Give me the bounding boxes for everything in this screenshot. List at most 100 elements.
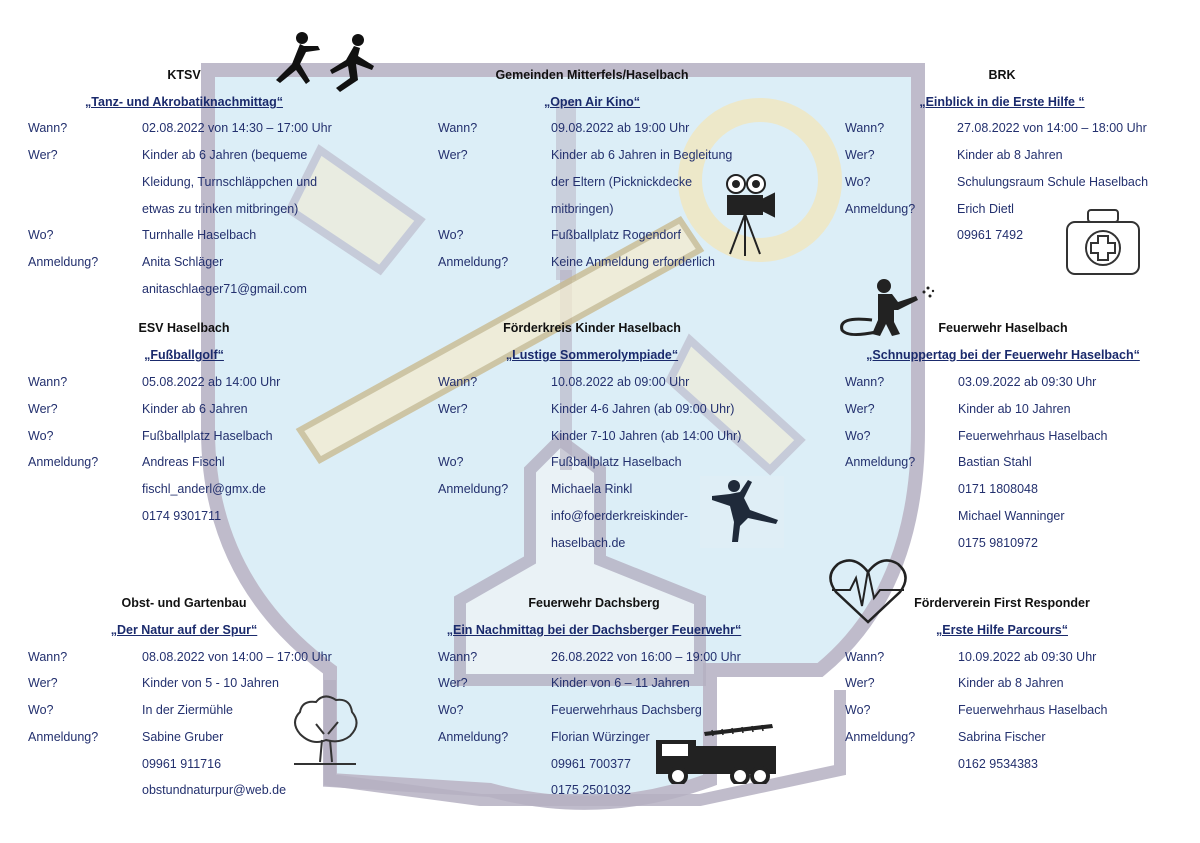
label-anmeldung: Anmeldung? <box>438 482 509 496</box>
event-organizer: Förderkreis Kinder Haselbach <box>503 321 681 335</box>
event-organizer: Förderverein First Responder <box>914 596 1090 610</box>
event-organizer: Gemeinden Mitterfels/Haselbach <box>495 68 689 82</box>
phone-number: 09961 911716 <box>142 757 222 771</box>
label-wo: Wo? <box>845 175 871 189</box>
label-wo: Wo? <box>845 429 871 443</box>
value-wer: Kinder 7-10 Jahren (ab 14:00 Uhr) <box>551 429 742 443</box>
value-wer: Kleidung, Turnschläppchen und <box>142 175 318 189</box>
event-title: „Der Natur auf der Spur“ <box>110 623 258 637</box>
value-wo: Fußballplatz Rogendorf <box>551 228 681 242</box>
label-wer: Wer? <box>845 676 875 690</box>
event-organizer: ESV Haselbach <box>138 321 230 335</box>
label-wann: Wann? <box>845 121 885 135</box>
gymnast-icon <box>700 476 784 548</box>
event-title: „Lustige Sommerolympiade“ <box>505 348 679 362</box>
value-wann: 26.08.2022 von 16:00 – 19:00 Uhr <box>551 650 741 664</box>
value-wo: In der Ziermühle <box>142 703 234 717</box>
phone-number: 0175 2501032 <box>551 783 631 797</box>
event-title: „Tanz- und Akrobatiknachmittag“ <box>85 95 283 109</box>
phone-number: 0162 9534383 <box>958 757 1038 771</box>
value-wo: Feuerwehrhaus Dachsberg <box>551 703 702 717</box>
value-wann: 27.08.2022 von 14:00 – 18:00 Uhr <box>957 121 1147 135</box>
value-wann: 10.09.2022 ab 09:30 Uhr <box>958 650 1097 664</box>
value-anmeldung: Anita Schläger <box>142 255 224 269</box>
value-wo: Feuerwehrhaus Haselbach <box>958 703 1108 717</box>
value-wer: Kinder 4-6 Jahren (ab 09:00 Uhr) <box>551 402 735 416</box>
value-wer: der Eltern (Picknickdecke <box>551 175 693 189</box>
label-anmeldung: Anmeldung? <box>28 730 99 744</box>
label-wann: Wann? <box>845 375 885 389</box>
value-wo: Turnhalle Haselbach <box>142 228 257 242</box>
value-anmeldung: Keine Anmeldung erforderlich <box>551 255 715 269</box>
label-wer: Wer? <box>845 148 875 162</box>
label-wo: Wo? <box>438 703 464 717</box>
value-wann: 09.08.2022 ab 19:00 Uhr <box>551 121 690 135</box>
event-title: „Open Air Kino“ <box>543 95 641 109</box>
label-wer: Wer? <box>438 676 468 690</box>
film-camera-icon <box>726 174 775 256</box>
email-link[interactable]: haselbach.de <box>551 536 626 550</box>
label-wo: Wo? <box>845 703 871 717</box>
value-anmeldung: Bastian Stahl <box>958 455 1032 469</box>
event-title: „Einblick in die Erste Hilfe “ <box>919 95 1085 109</box>
value-wer: Kinder ab 8 Jahren <box>957 148 1063 162</box>
tree-icon <box>294 695 358 765</box>
value-wer: Kinder ab 6 Jahren <box>142 402 248 416</box>
value-wer: Kinder von 5 - 10 Jahren <box>142 676 279 690</box>
label-wer: Wer? <box>28 676 58 690</box>
label-wo: Wo? <box>28 703 54 717</box>
phone-number: 0175 9810972 <box>958 536 1038 550</box>
dancers-icon <box>276 32 374 92</box>
phone-number: 0171 1808048 <box>958 482 1038 496</box>
label-anmeldung: Anmeldung? <box>845 730 916 744</box>
event-title: „Ein Nachmittag bei der Dachsberger Feue… <box>446 623 742 637</box>
fire-truck-icon <box>656 724 776 784</box>
label-anmeldung: Anmeldung? <box>28 255 99 269</box>
value-anmeldung: Andreas Fischl <box>142 455 225 469</box>
label-wer: Wer? <box>845 402 875 416</box>
value-wer: Kinder ab 10 Jahren <box>958 402 1071 416</box>
value-wer: mitbringen) <box>551 202 614 216</box>
event-organizer: Feuerwehr Haselbach <box>938 321 1068 335</box>
value-anmeldung: Erich Dietl <box>957 202 1014 216</box>
email-link[interactable]: obstundnaturpur@web.de <box>142 783 287 797</box>
event-organizer: BRK <box>988 68 1016 82</box>
value-anmeldung: Michael Wanninger <box>958 509 1065 523</box>
value-anmeldung: Florian Würzinger <box>551 730 650 744</box>
value-wann: 02.08.2022 von 14:30 – 17:00 Uhr <box>142 121 332 135</box>
value-wer: Kinder von 6 – 11 Jahren <box>551 676 690 690</box>
label-wo: Wo? <box>438 455 464 469</box>
email-link[interactable]: fischl_anderl@gmx.de <box>142 482 266 496</box>
label-wer: Wer? <box>28 148 58 162</box>
phone-number: 09961 700377 <box>551 757 631 771</box>
event-title: „Schnuppertag bei der Feuerwehr Haselbac… <box>866 348 1140 362</box>
label-anmeldung: Anmeldung? <box>28 455 99 469</box>
first-aid-kit-icon <box>1066 209 1140 275</box>
label-anmeldung: Anmeldung? <box>438 730 509 744</box>
value-wo: Feuerwehrhaus Haselbach <box>958 429 1108 443</box>
value-wo: Fußballplatz Haselbach <box>142 429 273 443</box>
value-wo: Schulungsraum Schule Haselbach <box>957 175 1149 189</box>
value-wann: 08.08.2022 von 14:00 – 17:00 Uhr <box>142 650 332 664</box>
email-link[interactable]: info@foerderkreiskinder- <box>551 509 689 523</box>
value-wer: Kinder ab 6 Jahren (bequeme <box>142 148 308 162</box>
firefighter-hose-icon <box>840 279 935 337</box>
label-wann: Wann? <box>438 375 478 389</box>
value-anmeldung: Sabine Gruber <box>142 730 224 744</box>
label-anmeldung: Anmeldung? <box>438 255 509 269</box>
value-wann: 05.08.2022 ab 14:00 Uhr <box>142 375 281 389</box>
label-wo: Wo? <box>28 228 54 242</box>
label-anmeldung: Anmeldung? <box>845 455 916 469</box>
label-wann: Wann? <box>438 121 478 135</box>
value-anmeldung: Sabrina Fischer <box>958 730 1046 744</box>
phone-number: 09961 7492 <box>957 228 1024 242</box>
value-wo: Fußballplatz Haselbach <box>551 455 682 469</box>
label-wann: Wann? <box>28 375 68 389</box>
label-anmeldung: Anmeldung? <box>845 202 916 216</box>
event-organizer: KTSV <box>167 68 201 82</box>
value-wer: Kinder ab 6 Jahren in Begleitung <box>551 148 733 162</box>
event-organizer: Obst- und Gartenbau <box>121 596 247 610</box>
email-link[interactable]: anitaschlaeger71@gmail.com <box>142 282 307 296</box>
event-title: „Erste Hilfe Parcours“ <box>936 623 1068 637</box>
